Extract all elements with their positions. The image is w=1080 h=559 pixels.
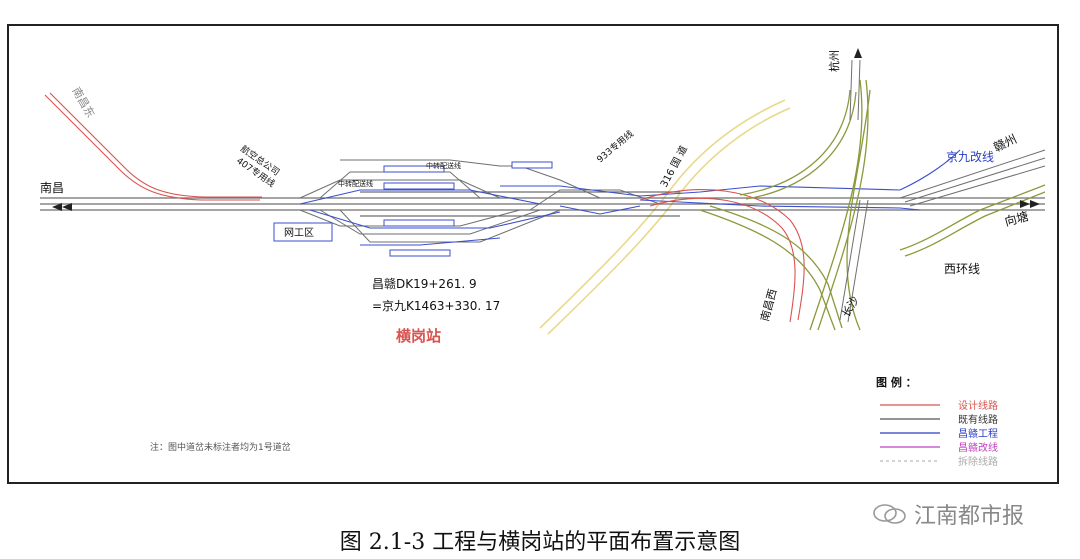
label-road-316: 316 国 道 xyxy=(657,143,690,189)
legend-lines xyxy=(880,404,940,462)
design-lines xyxy=(44,92,805,323)
label-zhongyu: 中转配送线 xyxy=(426,161,461,170)
label-nanchang: 南昌 xyxy=(40,180,64,195)
label-hangzhou: 杭州 xyxy=(827,50,841,72)
legend-title: 图 例 ： xyxy=(876,375,917,389)
label-line-933: 933专用线 xyxy=(594,128,636,166)
label-chainage-changgan: 昌赣DK19+261. 9 xyxy=(372,277,477,291)
figure-caption: 图 2.1-3 工程与横岗站的平面布置示意图 xyxy=(339,530,741,555)
legend-item-design: 设计线路 xyxy=(958,399,998,412)
track-layout-diagram: 南昌 南昌东 航空总公司 407专用线 网工区 933专用线 316 国 道 杭… xyxy=(40,48,1046,468)
legend-item-existing: 既有线路 xyxy=(958,413,998,426)
connector-curves xyxy=(699,79,1046,331)
direction-arrows xyxy=(52,48,1040,211)
label-jingjiu: 京九改线 xyxy=(946,150,994,164)
label-note: 注：图中道岔未标注者均为1号道岔 xyxy=(150,441,291,453)
wechat-icon xyxy=(873,504,906,524)
platform-boxes xyxy=(383,161,553,257)
label-xiangtang: 向塘 xyxy=(1003,208,1030,229)
label-xihuan: 西环线 xyxy=(944,262,980,276)
label-wanggongqu: 网工区 xyxy=(284,227,314,239)
watermark-text: 江南都市报 xyxy=(914,504,1025,529)
station-yard-loops xyxy=(299,159,661,243)
existing-main-tracks xyxy=(40,191,1045,217)
label-chainage-jingjiu: =京九K1463+330. 17 xyxy=(372,299,500,313)
label-ganzhou: 赣州 xyxy=(991,132,1019,155)
label-changsha: 长沙 xyxy=(839,294,861,320)
legend-item-changgan: 昌赣工程 xyxy=(958,427,998,440)
road-316 xyxy=(539,99,791,335)
label-station: 横岗站 xyxy=(396,327,441,345)
existing-diagonal-lines xyxy=(839,59,1046,323)
drawing-frame xyxy=(7,24,1059,484)
watermark: 江南都市报 xyxy=(872,498,1024,530)
label-zhongyu-2: 中转配送线 xyxy=(338,179,373,188)
label-nanchangxi: 南昌西 xyxy=(758,288,779,323)
changgan-project-lines xyxy=(299,149,961,246)
label-nanchang-east: 南昌东 xyxy=(69,85,97,120)
legend-item-demolish: 拆除线路 xyxy=(958,455,998,468)
legend-item-reroute: 昌赣改线 xyxy=(958,441,998,454)
wanggongqu-box xyxy=(273,222,333,242)
